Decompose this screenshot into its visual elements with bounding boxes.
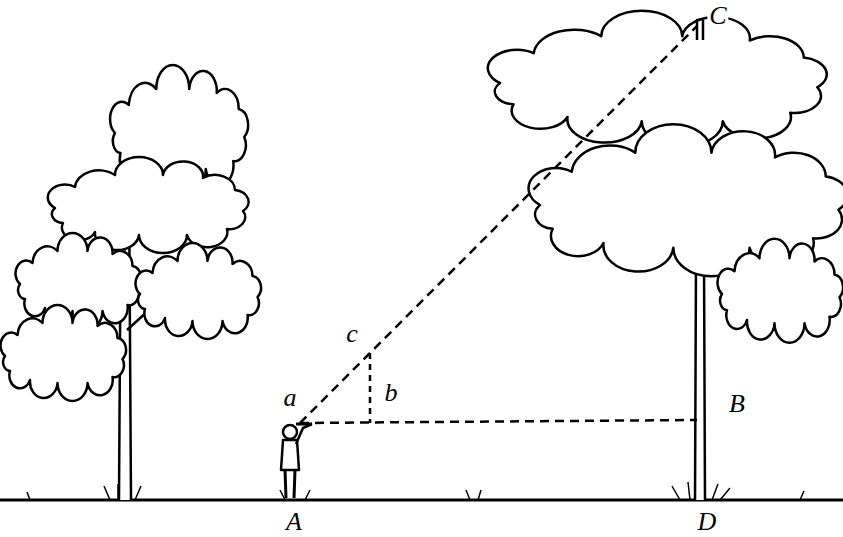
point-label: A <box>284 509 304 535</box>
sight-lines <box>300 26 697 423</box>
point-label: a <box>282 385 299 411</box>
point-label: b <box>383 380 400 406</box>
point-label: B <box>727 391 747 417</box>
grass <box>27 482 804 500</box>
point-label: c <box>344 321 360 347</box>
point-label: D <box>696 509 719 535</box>
right-crown <box>488 11 843 343</box>
observer-figure <box>281 424 312 498</box>
point-label: C <box>707 3 728 29</box>
left-crown <box>1 65 262 401</box>
